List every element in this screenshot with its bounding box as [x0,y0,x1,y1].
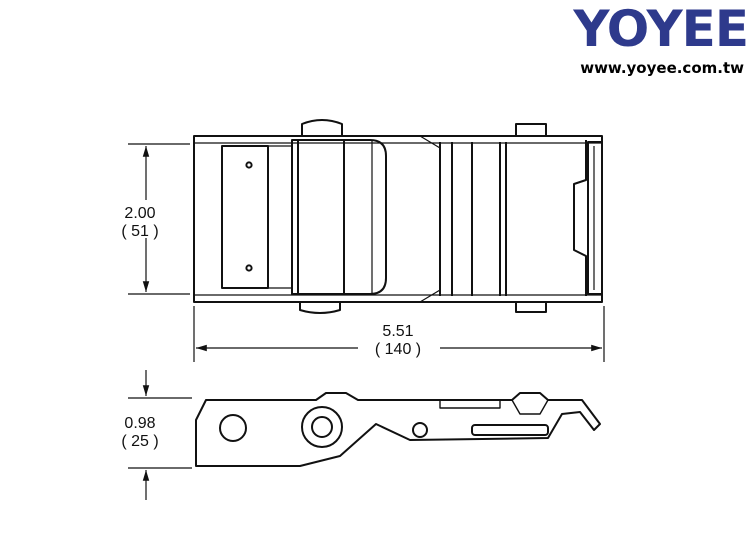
dimension-width [128,143,190,295]
top-view [193,119,603,314]
side-body-outline [195,392,601,467]
dimension-height [128,370,192,500]
width-dim-inch: 2.00 [124,205,155,222]
side-slot [471,424,549,436]
side-hole-left [219,414,247,442]
side-pivot-inner [311,416,333,438]
left-plate [221,145,269,289]
rivet-bottom [299,302,341,314]
rivet-top [301,119,343,136]
brand-url: www.yoyee.com.tw [580,59,744,77]
height-dim-mm: ( 25 ) [121,433,158,450]
length-dim-inch: 5.51 [382,323,413,340]
lever-plate [291,139,387,295]
right-hook [573,140,587,296]
height-dim-inch: 0.98 [124,415,155,432]
side-view [195,392,601,467]
brand-name: YOYEE [573,0,749,58]
length-dim-mm: ( 140 ) [375,341,421,358]
side-pin [412,422,428,438]
side-pivot-outer [301,406,343,448]
buckle-frame-outline [193,135,603,303]
width-dim-mm: ( 51 ) [121,223,158,240]
brand-logo: YOYEE www.yoyee.com.tw [520,0,749,80]
dimension-length [193,306,605,362]
